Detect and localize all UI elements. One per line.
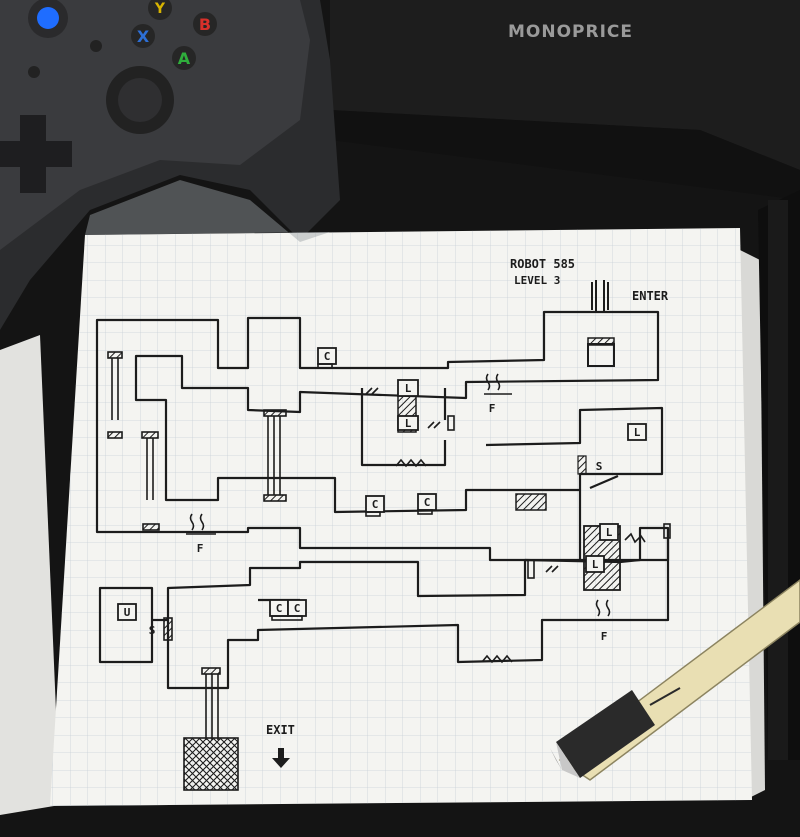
room-label-u: U xyxy=(124,606,131,619)
enter-label: ENTER xyxy=(632,289,669,303)
button-b-label: B xyxy=(199,15,211,34)
room-label-c: C xyxy=(294,602,301,615)
room-label-f: F xyxy=(197,542,204,555)
monitor-base xyxy=(330,0,800,170)
room-label-l: L xyxy=(405,382,412,395)
lift-shafts xyxy=(107,351,287,531)
dungeon-map xyxy=(95,310,670,690)
button-x-label: X xyxy=(137,27,150,46)
room-label-f: F xyxy=(601,630,608,643)
room-label-l: L xyxy=(592,558,599,571)
dpad-icon xyxy=(0,115,72,193)
room-label-s: S xyxy=(596,460,603,473)
game-controller: Y X B A xyxy=(0,0,340,330)
pen xyxy=(550,579,800,781)
room-label-c: C xyxy=(372,498,379,511)
room-label-s: S xyxy=(149,624,156,637)
room-label-c: C xyxy=(324,350,331,363)
map-title: ROBOT 585 xyxy=(510,257,575,271)
room-label-c: C xyxy=(424,496,431,509)
monitor-brand-logo: MONOPRICE xyxy=(508,22,634,42)
button-a-label: A xyxy=(178,49,191,68)
exit-label: EXIT xyxy=(266,723,295,737)
room-label-l: L xyxy=(606,526,613,539)
button-y-label: Y xyxy=(154,1,166,17)
upper-zone-wall xyxy=(95,310,660,562)
exit-shaft xyxy=(183,667,239,791)
down-arrow-icon xyxy=(272,748,290,768)
enter-pipe xyxy=(591,280,609,312)
room-label-l: L xyxy=(634,426,641,439)
guide-button-icon xyxy=(37,7,59,29)
side-room-u xyxy=(98,586,154,664)
room-label-f: F xyxy=(489,402,496,415)
face-buttons: Y X B A xyxy=(131,0,217,70)
map-subtitle: LEVEL 3 xyxy=(514,274,560,287)
lower-zone-wall xyxy=(166,526,670,690)
room-label-l: L xyxy=(405,417,412,430)
room-label-c: C xyxy=(276,602,283,615)
